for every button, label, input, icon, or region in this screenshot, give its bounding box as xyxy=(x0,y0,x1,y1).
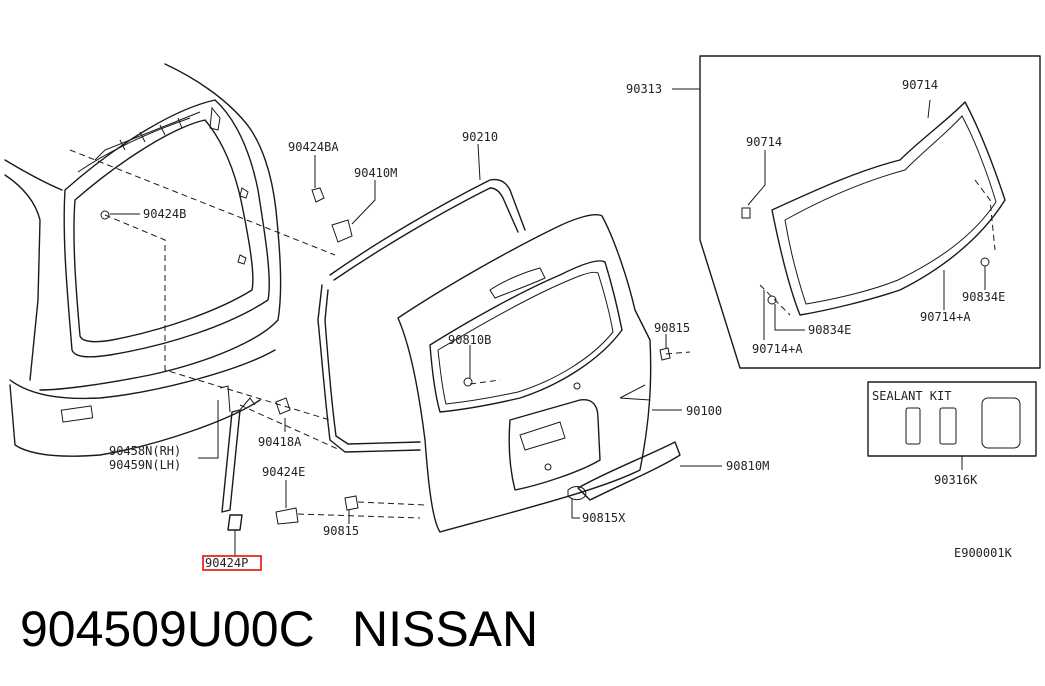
label-90418A[interactable]: 90418A xyxy=(258,435,302,449)
label-90834E-right[interactable]: 90834E xyxy=(962,290,1005,304)
caption-part-number: 904509U00C xyxy=(20,601,315,657)
vehicle-body xyxy=(4,63,282,457)
leader-lines xyxy=(110,88,986,556)
back-door-panel-90100 xyxy=(397,214,652,533)
fasteners xyxy=(100,187,671,525)
label-90316K[interactable]: 90316K xyxy=(934,473,978,487)
diagram-code: E900001K xyxy=(954,546,1013,560)
sealant-kit-box xyxy=(867,381,1037,457)
label-90714A-right[interactable]: 90714+A xyxy=(920,310,971,324)
label-90810B[interactable]: 90810B xyxy=(448,333,491,347)
sealant-kit-title: SEALANT KIT xyxy=(872,389,951,403)
label-90458N[interactable]: 90458N(RH) xyxy=(109,444,181,458)
label-90714-top[interactable]: 90714 xyxy=(902,78,938,92)
label-90424P[interactable]: 90424P xyxy=(205,556,248,570)
label-90834E-left[interactable]: 90834E xyxy=(808,323,851,337)
glass-assembly-group xyxy=(699,55,1041,369)
label-90815X[interactable]: 90815X xyxy=(582,511,626,525)
label-90100[interactable]: 90100 xyxy=(686,404,722,418)
label-90810M[interactable]: 90810M xyxy=(726,459,769,473)
label-90313[interactable]: 90313 xyxy=(626,82,662,96)
label-90424BA[interactable]: 90424BA xyxy=(288,140,339,154)
gas-stay xyxy=(219,385,256,531)
label-90424B[interactable]: 90424B xyxy=(143,207,186,221)
label-90459N[interactable]: 90459N(LH) xyxy=(109,458,181,472)
label-90424E[interactable]: 90424E xyxy=(262,465,305,479)
label-90815-top[interactable]: 90815 xyxy=(654,321,690,335)
alignment-lines xyxy=(69,149,691,519)
part-labels: 90424BA 90410M 90210 90313 90714 90714 9… xyxy=(109,78,1013,570)
label-90815-bottom[interactable]: 90815 xyxy=(323,524,359,538)
finisher-90810M xyxy=(577,441,681,501)
label-90714-left[interactable]: 90714 xyxy=(746,135,782,149)
label-90410M[interactable]: 90410M xyxy=(354,166,397,180)
label-90210[interactable]: 90210 xyxy=(462,130,498,144)
weatherstrip-90210 xyxy=(317,178,526,453)
caption-brand: NISSAN xyxy=(352,601,538,657)
label-90714A-left[interactable]: 90714+A xyxy=(752,342,803,356)
selected-part-highlight xyxy=(202,555,262,571)
